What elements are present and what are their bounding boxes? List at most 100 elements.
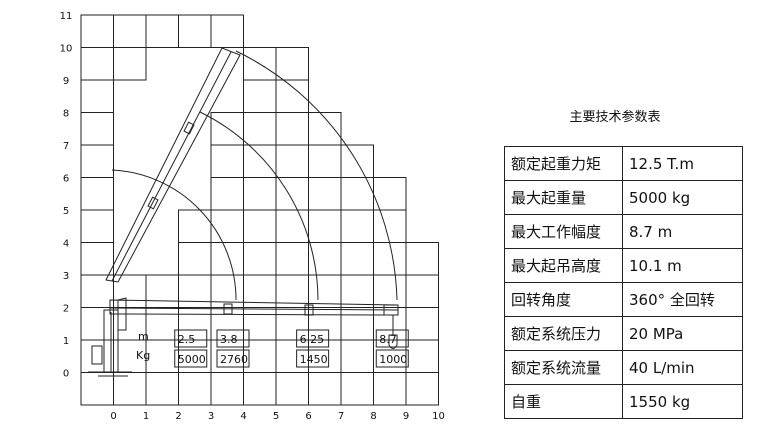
grid-cell: [243, 144, 277, 178]
spec-label: 额定系统流量: [504, 350, 623, 385]
radius-box: [216, 329, 250, 348]
spec-label: 额定起重力矩: [504, 146, 623, 181]
grid-cell: [243, 242, 277, 276]
load-box: [216, 349, 250, 368]
spec-label: 最大起重量: [504, 180, 623, 215]
spec-value: 40 L/min: [622, 350, 743, 385]
grid-cell: [210, 372, 244, 406]
grid-cell: [80, 144, 114, 178]
x-tick-label: 7: [338, 411, 344, 422]
grid-cell: [308, 112, 342, 146]
spec-label: 最大工作幅度: [504, 214, 623, 249]
y-tick-label: 11: [60, 11, 73, 22]
y-tick-label: 9: [63, 76, 69, 87]
grid-cell: [210, 177, 244, 211]
grid-cell: [275, 372, 309, 406]
boom-raised-centerline: [111, 51, 232, 282]
load-value: 1450: [300, 353, 328, 366]
x-tick-label: 3: [208, 411, 214, 422]
boom-raised-outline: [105, 47, 241, 283]
grid-cell: [243, 209, 277, 243]
x-tick-label: 2: [175, 411, 181, 422]
boom-raised: [105, 47, 241, 283]
boom-section-joint: [147, 196, 159, 210]
grid-cell: [373, 274, 407, 308]
spec-value: 360° 全回转: [622, 282, 743, 317]
y-tick-label: 1: [63, 336, 69, 347]
radius-box: [375, 329, 409, 348]
spec-table-title: 主要技术参数表: [569, 110, 661, 125]
grid-cell: [113, 47, 147, 81]
x-tick-label: 9: [403, 411, 409, 422]
grid-cell: [210, 112, 244, 146]
control-handle: [91, 345, 103, 365]
load-unit-label: Kg: [136, 349, 150, 362]
crane-base: [88, 297, 132, 377]
reach-arcs: [111, 50, 398, 301]
grid-cell: [113, 14, 147, 48]
grid-cell: [243, 177, 277, 211]
grid-cell: [340, 209, 374, 243]
load-box: [375, 349, 409, 368]
grid-cell: [145, 307, 179, 341]
radius-box: [174, 329, 208, 348]
boom-horizontal-centerline: [109, 307, 399, 311]
grid-cell: [80, 79, 114, 113]
radius-value: 8.7: [379, 333, 397, 346]
grid-cell: [275, 209, 309, 243]
load-box: [296, 349, 330, 368]
grid-cell: [80, 14, 114, 48]
y-tick-label: 5: [63, 206, 69, 217]
spec-value: 1550 kg: [622, 384, 743, 419]
grid-cell: [308, 372, 342, 406]
grid-cell: [243, 112, 277, 146]
grid-cell: [373, 372, 407, 406]
grid-cell: [373, 242, 407, 276]
radius-value: 2.5: [178, 333, 196, 346]
grid-cell: [340, 274, 374, 308]
grid-cell: [210, 14, 244, 48]
grid-cell: [308, 242, 342, 276]
reach-arc: [111, 169, 237, 301]
y-tick-label: 7: [63, 141, 69, 152]
grid-cell: [178, 372, 212, 406]
boom-section-joint: [223, 303, 233, 315]
y-tick-label: 6: [63, 174, 69, 185]
grid-cell: [340, 372, 374, 406]
spec-label: 回转角度: [504, 282, 623, 317]
spec-label: 自重: [504, 384, 623, 419]
x-tick-label: 5: [273, 411, 279, 422]
grid-cell: [405, 274, 439, 308]
grid-cell: [145, 339, 179, 373]
grid-cell: [210, 242, 244, 276]
y-tick-label: 8: [63, 109, 69, 120]
load-value: 5000: [178, 353, 206, 366]
spec-value: 10.1 m: [622, 248, 743, 283]
grid-cell: [80, 209, 114, 243]
load-value: 1000: [379, 353, 407, 366]
working-range-grid: [80, 14, 439, 406]
grid-cell: [80, 242, 114, 276]
x-tick-label: 4: [240, 411, 246, 422]
y-tick-label: 0: [63, 369, 69, 380]
grid-cell: [405, 339, 439, 373]
grid-cell: [80, 339, 114, 373]
load-value: 2760: [220, 353, 248, 366]
grid-cell: [275, 47, 309, 81]
grid-cell: [145, 274, 179, 308]
grid-cell: [340, 242, 374, 276]
grid-cell: [243, 307, 277, 341]
spec-value: 20 MPa: [622, 316, 743, 351]
x-tick-label: 0: [110, 411, 116, 422]
grid-cell: [340, 339, 374, 373]
grid-cell: [80, 47, 114, 81]
y-tick-label: 4: [63, 239, 69, 250]
x-tick-label: 8: [370, 411, 376, 422]
grid-cell: [308, 177, 342, 211]
x-tick-label: 1: [143, 411, 149, 422]
grid-cell: [243, 79, 277, 113]
